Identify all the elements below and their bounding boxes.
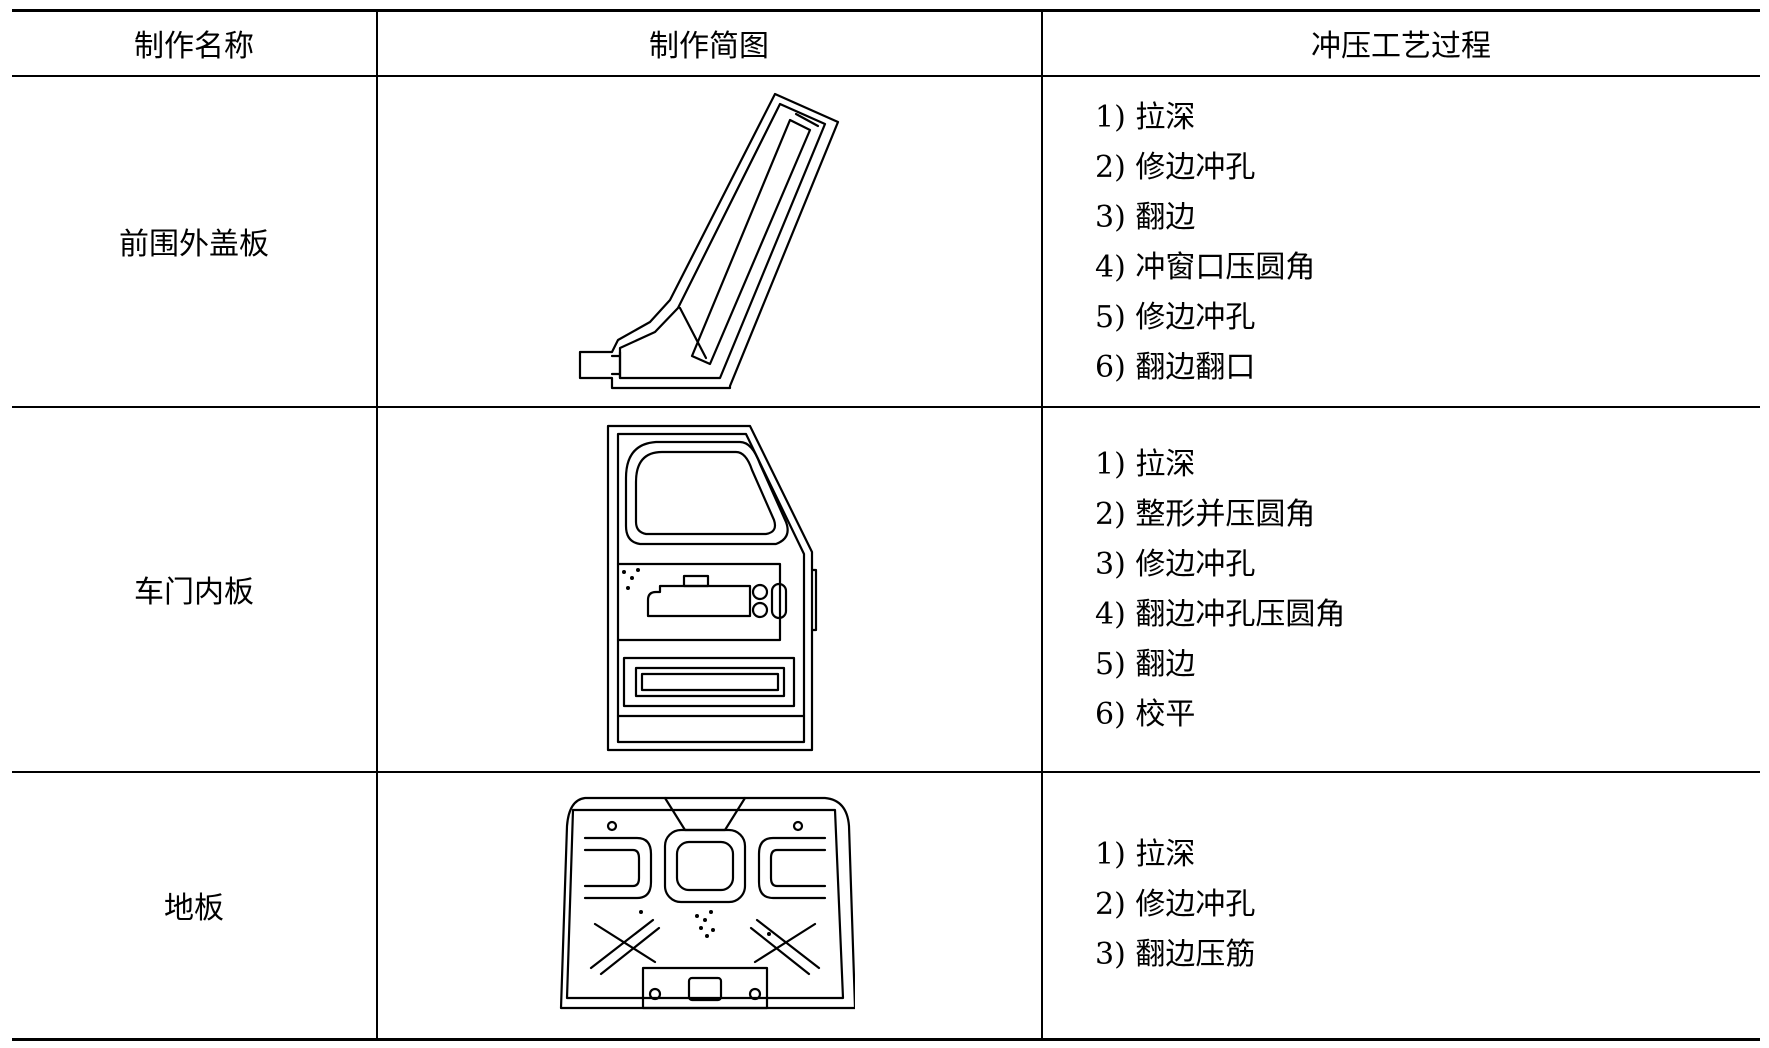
process-step: 3) 翻边压筋 — [1095, 937, 1256, 972]
process-step: 5) 翻边 — [1095, 647, 1196, 682]
header-sketch: 制作简图 — [649, 29, 769, 64]
column-divider-1 — [376, 10, 378, 1040]
part-name-front-cowl: 前围外盖板 — [119, 227, 269, 262]
header-process: 冲压工艺过程 — [1311, 29, 1491, 64]
process-steps-front-cowl: 1) 拉深 2) 修边冲孔 3) 翻边 4) 冲窗口压圆角 5) 修边冲孔 6)… — [1095, 93, 1315, 393]
process-step: 4) 翻边冲孔压圆角 — [1095, 597, 1346, 632]
process-steps-floor: 1) 拉深 2) 修边冲孔 3) 翻边压筋 — [1095, 830, 1255, 980]
process-steps-door-inner: 1) 拉深 2) 整形并压圆角 3) 修边冲孔 4) 翻边冲孔压圆角 5) 翻边… — [1095, 440, 1345, 740]
part-name-floor: 地板 — [164, 891, 224, 926]
process-step: 4) 冲窗口压圆角 — [1095, 250, 1316, 285]
process-step: 5) 修边冲孔 — [1095, 300, 1256, 335]
process-step: 6) 校平 — [1095, 697, 1196, 732]
process-step: 3) 翻边 — [1095, 200, 1196, 235]
row-2-bottom-rule — [12, 771, 1760, 773]
process-step: 1) 拉深 — [1095, 837, 1196, 872]
process-step: 2) 修边冲孔 — [1095, 887, 1256, 922]
table-bottom-rule — [12, 1038, 1760, 1041]
process-step: 2) 整形并压圆角 — [1095, 497, 1316, 532]
header-part-name: 制作名称 — [134, 29, 254, 64]
process-step: 6) 翻边翻口 — [1095, 350, 1256, 385]
process-step: 1) 拉深 — [1095, 100, 1196, 135]
process-step: 1) 拉深 — [1095, 447, 1196, 482]
part-name-door-inner: 车门内板 — [134, 575, 254, 610]
row-1-bottom-rule — [12, 406, 1760, 408]
door-inner-panel-drawing-icon — [600, 420, 820, 760]
process-step: 3) 修边冲孔 — [1095, 547, 1256, 582]
floor-panel-drawing-icon — [555, 786, 857, 1026]
front-cowl-panel-drawing-icon — [560, 86, 860, 396]
process-step: 2) 修边冲孔 — [1095, 150, 1256, 185]
header-bottom-rule — [12, 75, 1760, 77]
table-top-rule — [12, 9, 1760, 12]
column-divider-2 — [1041, 10, 1043, 1040]
